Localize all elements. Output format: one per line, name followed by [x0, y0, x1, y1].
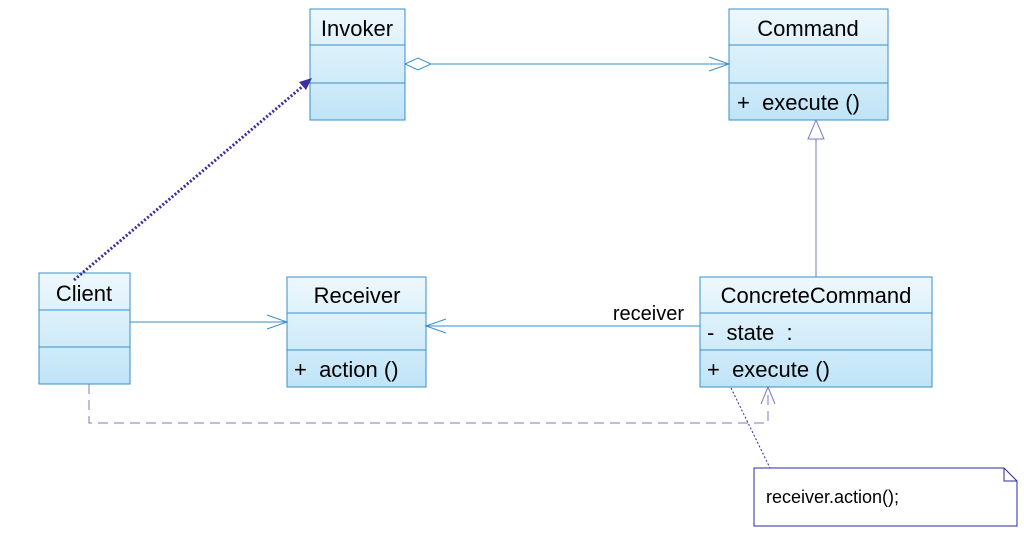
inheritance-triangle — [807, 118, 825, 140]
note-receiver-action[interactable]: receiver.action(); — [753, 467, 1018, 527]
class-name-concrete-command: ConcreteCommand — [721, 283, 912, 308]
arrowhead-open — [760, 385, 776, 405]
concrete-command-attribute-state: - state : — [707, 320, 793, 345]
class-invoker[interactable]: Invoker — [309, 8, 406, 121]
arrowhead-open — [266, 314, 289, 330]
arrowhead-open — [708, 56, 731, 72]
concrete-command-operation-execute: + execute () — [707, 357, 830, 382]
arrowhead-open — [424, 318, 447, 334]
dependency-client-concrete[interactable] — [88, 384, 776, 424]
command-operation-execute: + execute () — [737, 90, 860, 115]
note-connector — [730, 387, 771, 469]
aggregation-diamond — [403, 57, 433, 71]
generalization-concrete-to-command[interactable] — [807, 118, 825, 277]
association-client-receiver[interactable] — [130, 314, 289, 330]
class-name-command: Command — [757, 16, 858, 41]
class-name-receiver: Receiver — [314, 283, 401, 308]
note-text: receiver.action(); — [766, 487, 899, 507]
association-concrete-receiver[interactable]: receiver — [424, 303, 700, 334]
arrowhead-filled — [299, 78, 312, 90]
class-client[interactable]: Client — [38, 272, 131, 385]
role-label-receiver: receiver — [613, 303, 684, 325]
class-command[interactable]: Command + execute () — [728, 8, 889, 121]
aggregation-invoker-command[interactable] — [403, 56, 731, 72]
class-name-client: Client — [56, 281, 112, 306]
class-receiver[interactable]: Receiver + action () — [286, 276, 427, 388]
class-concrete-command[interactable]: ConcreteCommand - state : + execute () — [699, 276, 933, 388]
link-client-invoker[interactable] — [73, 78, 312, 282]
receiver-operation-action: + action () — [294, 357, 399, 382]
class-name-invoker: Invoker — [321, 16, 393, 41]
